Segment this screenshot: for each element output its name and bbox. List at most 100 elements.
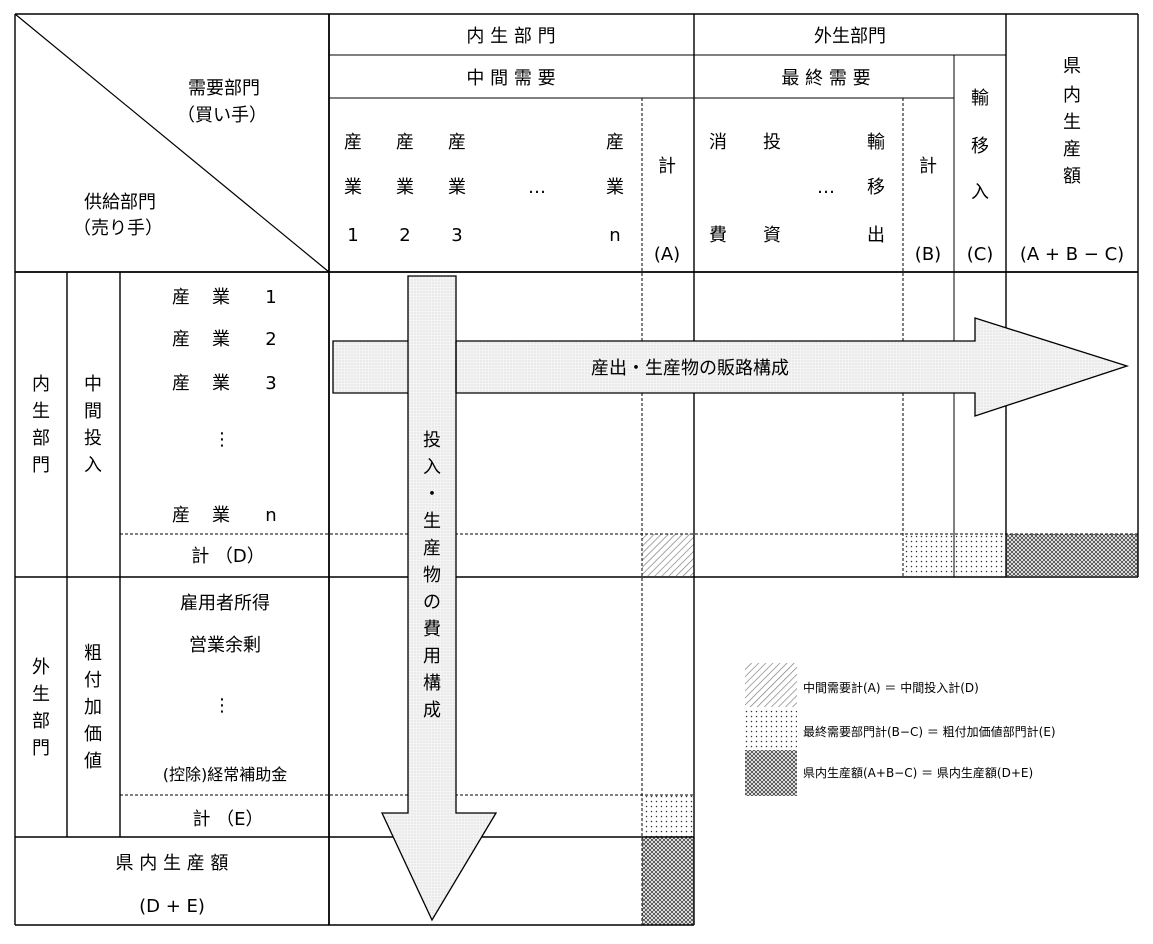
industry-row-n-n: n (265, 505, 276, 526)
cost-arrow-char-10: 構 (423, 673, 441, 694)
import-label: (C) (967, 244, 994, 265)
exogenous-sector-header: 外生部門 (814, 26, 886, 47)
total-e-label: 計 （E） (192, 809, 263, 830)
industry-col-2-top: 産 (396, 132, 414, 153)
legend-item-2-text: 最終需要部門計(B−C) ＝ 粗付加価値部門計(E) (803, 724, 1056, 739)
industry-row-2-a: 産 (172, 329, 190, 350)
output-header-char-2: 内 (1063, 85, 1081, 106)
cost-arrow-char-7: の (423, 592, 441, 613)
consumption-top: 消 (709, 132, 727, 153)
industry-row-1-n: 1 (265, 287, 276, 308)
seller-label: （売り手） (73, 218, 163, 239)
dashed-grid (120, 98, 1138, 925)
endogenous-row-char-1: 内 (32, 374, 50, 395)
final-demand-header: 最 終 需 要 (781, 68, 870, 89)
intermediate-demand-header: 中 間 需 要 (466, 68, 555, 89)
output-header-char-3: 生 (1063, 112, 1081, 133)
value-added-char-1: 粗 (84, 643, 102, 664)
value-added-ellipsis: ⋮ (213, 695, 231, 716)
industry-col-n-mid: 業 (606, 177, 624, 198)
industry-col-2-num: 2 (399, 225, 410, 246)
supply-sector-label: 供給部門 (84, 192, 156, 213)
industry-col-ellipsis: … (528, 177, 546, 198)
endogenous-row-char-2: 生 (32, 401, 50, 422)
total-a-d-cell (642, 534, 694, 576)
total-d-label: 計 （D） (191, 546, 265, 567)
cost-arrow-char-3: ・ (423, 484, 441, 505)
buyer-label: （買い手） (177, 105, 267, 126)
table-grid (14, 13, 1139, 926)
cost-arrow-char-11: 成 (423, 700, 441, 721)
consumption-bottom: 費 (709, 225, 727, 246)
cost-arrow-char-1: 投 (423, 430, 441, 451)
sales-arrow-label: 産出・生産物の販路構成 (591, 358, 789, 379)
exogenous-row-char-4: 門 (32, 738, 50, 759)
total-b-label: (B) (915, 244, 941, 265)
industry-row-2-b: 業 (212, 329, 230, 350)
final-col-ellipsis: … (817, 177, 835, 198)
total-a-output-cell (642, 837, 694, 925)
industry-col-3-mid: 業 (448, 177, 466, 198)
output-row-label: 県 内 生 産 額 (116, 853, 229, 874)
cost-arrow-char-2: 入 (423, 457, 441, 478)
demand-sector-label: 需要部門 (188, 78, 260, 99)
import-header-char-3: 入 (971, 182, 989, 203)
output-label: (A + B − C) (1020, 244, 1124, 265)
exogenous-row-char-1: 外 (32, 657, 50, 678)
industry-col-3-top: 産 (448, 132, 466, 153)
industry-row-3-n: 3 (265, 373, 276, 394)
header-labels: 需要部門 （買い手） 供給部門 （売り手） 内 生 部 門 外生部門 中 間 需… (73, 26, 1124, 265)
legend-hatch-swatch (745, 663, 797, 707)
row-labels: 内 生 部 門 中 間 投 入 産 業 1 産 業 2 産 業 3 ⋮ 産 業 … (32, 287, 287, 917)
industry-row-n-a: 産 (172, 505, 190, 526)
value-added-char-2: 付 (84, 670, 102, 691)
import-header-char-1: 輸 (971, 88, 989, 109)
endogenous-row-char-3: 部 (32, 428, 50, 449)
cost-arrow-char-6: 物 (423, 565, 441, 586)
import-header-char-2: 移 (971, 136, 989, 157)
total-a-label: (A) (654, 244, 680, 265)
industry-row-3-a: 産 (172, 373, 190, 394)
output-header-char-5: 額 (1063, 166, 1081, 187)
subsidies-label: (控除)経常補助金 (163, 765, 288, 784)
endogenous-row-char-4: 門 (32, 455, 50, 476)
export-top: 輸 (867, 132, 885, 153)
industry-col-n-num: n (609, 225, 620, 246)
industry-col-1-mid: 業 (344, 177, 362, 198)
industry-row-3-b: 業 (212, 373, 230, 394)
exogenous-row-char-2: 生 (32, 684, 50, 705)
industry-row-2-n: 2 (265, 329, 276, 350)
export-mid: 移 (867, 177, 885, 198)
output-d-cell (1006, 534, 1138, 576)
intermediate-input-char-2: 間 (84, 401, 102, 422)
operating-surplus-label: 営業余剰 (189, 635, 261, 656)
industry-col-3-num: 3 (451, 225, 462, 246)
import-d-cell (954, 534, 1006, 576)
cost-arrow-char-9: 用 (423, 646, 441, 667)
industry-col-1-top: 産 (344, 132, 362, 153)
total-b-d-cell (903, 534, 954, 576)
value-added-char-5: 値 (84, 751, 102, 772)
total-a-e-cell (642, 795, 694, 837)
export-bottom: 出 (867, 225, 885, 246)
industry-row-ellipsis: ⋮ (213, 429, 231, 450)
output-header-char-4: 産 (1063, 139, 1081, 160)
intermediate-input-char-1: 中 (84, 374, 102, 395)
investment-top: 投 (763, 132, 781, 153)
legend-cross-swatch (745, 750, 797, 796)
investment-bottom: 資 (763, 225, 781, 246)
cost-arrow-char-5: 産 (423, 538, 441, 559)
legend-item-3-text: 県内生産額(A+B−C) ＝ 県内生産額(D+E) (803, 765, 1033, 780)
value-added-char-3: 加 (84, 697, 102, 718)
industry-row-1-b: 業 (212, 287, 230, 308)
endogenous-sector-header: 内 生 部 門 (466, 26, 555, 47)
output-header-char-1: 県 (1063, 56, 1081, 77)
industry-row-n-b: 業 (212, 505, 230, 526)
industry-col-1-num: 1 (347, 225, 358, 246)
cost-arrow-char-8: 費 (423, 619, 441, 640)
cost-arrow-char-4: 生 (423, 511, 441, 532)
intermediate-input-char-4: 入 (84, 455, 102, 476)
exogenous-row-char-3: 部 (32, 711, 50, 732)
